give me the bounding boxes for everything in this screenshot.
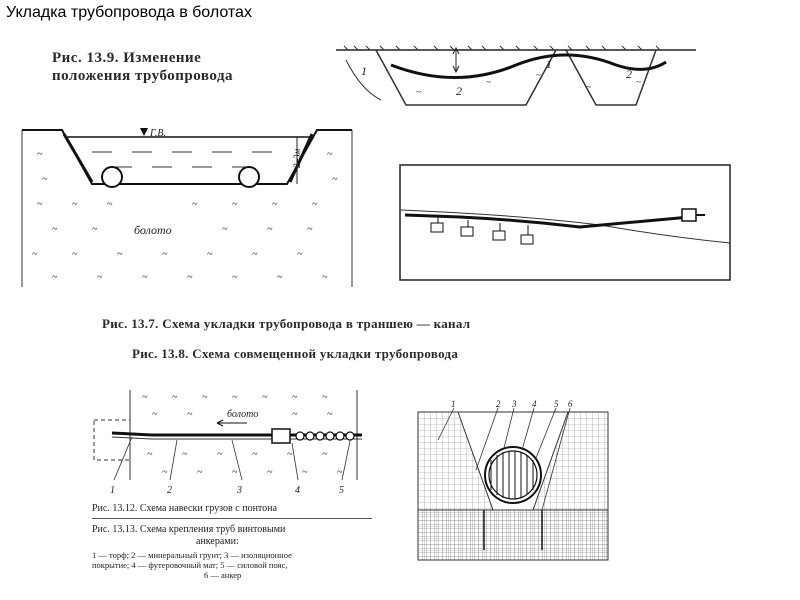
svg-text:~: ~ <box>152 409 158 420</box>
svg-text:~: ~ <box>636 77 641 87</box>
svg-text:~: ~ <box>252 449 258 460</box>
svg-text:~: ~ <box>232 272 238 283</box>
svg-text:~: ~ <box>32 249 38 260</box>
fig-13-7-depth-label: 2–3м <box>292 149 302 169</box>
svg-text:~: ~ <box>197 467 203 478</box>
svg-text:~: ~ <box>232 199 238 210</box>
svg-text:~: ~ <box>277 272 283 283</box>
fig-13-9-caption-line2: положения трубопровода <box>52 68 234 84</box>
svg-text:~: ~ <box>117 249 123 260</box>
fig-13-13-caption: Рис. 13.13. Схема крепления труб винтовы… <box>92 524 286 535</box>
svg-text:~: ~ <box>37 199 43 210</box>
svg-text:~: ~ <box>292 409 298 420</box>
svg-text:~: ~ <box>292 392 298 403</box>
fig-13-13-label-4: 4 <box>532 399 537 409</box>
svg-text:~: ~ <box>162 249 168 260</box>
fig-13-9-caption-line1: Рис. 13.9. Изменение <box>52 50 202 66</box>
svg-text:~: ~ <box>187 272 193 283</box>
svg-text:~: ~ <box>486 77 491 87</box>
svg-text:~: ~ <box>302 467 308 478</box>
svg-text:~: ~ <box>172 392 178 403</box>
svg-text:~: ~ <box>262 392 268 403</box>
caption-divider <box>92 518 372 519</box>
fig-13-7-caption: Рис. 13.7. Схема укладки трубопровода в … <box>102 316 471 331</box>
svg-text:~: ~ <box>52 224 58 235</box>
svg-text:~: ~ <box>232 467 238 478</box>
fig-13-12-label-5: 5 <box>339 485 344 496</box>
svg-text:~: ~ <box>267 224 273 235</box>
svg-text:~: ~ <box>142 272 148 283</box>
fig-13-8-diagram <box>399 164 731 281</box>
fig-13-8-caption: Рис. 13.8. Схема совмещенной укладки тру… <box>132 346 459 361</box>
fig-13-13-legend-line2: покрытие; 4 — футеровочный мат; 5 — сило… <box>92 560 288 570</box>
svg-text:~: ~ <box>252 249 258 260</box>
svg-text:~: ~ <box>107 199 113 210</box>
svg-text:~: ~ <box>232 392 238 403</box>
svg-text:~: ~ <box>162 467 168 478</box>
fig-13-13-label-1: 1 <box>451 399 456 409</box>
fig-13-9-diagram: ~ ~ ~ ~ ~ ~ 1 1 2 2 <box>336 45 696 106</box>
fig-13-12-label-1: 1 <box>110 485 115 496</box>
svg-text:~: ~ <box>307 224 313 235</box>
fig-13-13-label-2: 2 <box>496 399 501 409</box>
svg-text:~: ~ <box>327 149 333 160</box>
svg-text:~: ~ <box>182 449 188 460</box>
fig-13-13-label-3: 3 <box>511 399 517 409</box>
fig-13-13-legend-line1: 1 — торф; 2 — минеральный грунт; 3 — изо… <box>92 550 292 560</box>
svg-text:~: ~ <box>72 249 78 260</box>
fig-13-13-diagram: 1 2 3 4 5 6 <box>417 399 609 561</box>
svg-text:~: ~ <box>322 449 328 460</box>
fig-13-13-caption-2: анкерами: <box>196 536 239 547</box>
svg-text:~: ~ <box>207 249 213 260</box>
svg-text:~: ~ <box>142 392 148 403</box>
fig-13-13-label-5: 5 <box>554 399 559 409</box>
fig-13-9-label-2: 2 <box>456 84 462 98</box>
svg-text:~: ~ <box>312 199 318 210</box>
fig-13-12-label-3: 3 <box>236 485 242 496</box>
fig-13-7-diagram: Г.В. 2–3м ~ ~ ~ ~ ~ ~ ~ ~ ~ ~ ~ ~ ~ ~ ~ ~ ~ ~ ~ ~ ~ ~ ~ ~ ~ ~… <box>21 128 353 287</box>
svg-text:~: ~ <box>287 449 293 460</box>
svg-text:~: ~ <box>337 467 343 478</box>
fig-13-7-bog-label: болото <box>134 223 172 237</box>
svg-text:~: ~ <box>97 272 103 283</box>
svg-text:~: ~ <box>37 149 43 160</box>
svg-text:~: ~ <box>536 70 541 80</box>
svg-text:~: ~ <box>332 174 338 185</box>
svg-text:~: ~ <box>322 272 328 283</box>
svg-text:~: ~ <box>202 392 208 403</box>
fig-13-9-label-1b: 1 <box>546 57 552 71</box>
svg-text:~: ~ <box>297 249 303 260</box>
fig-13-12-label-2: 2 <box>167 485 172 496</box>
svg-text:~: ~ <box>92 224 98 235</box>
fig-13-13-label-6: 6 <box>568 399 573 409</box>
svg-text:~: ~ <box>147 449 153 460</box>
svg-text:~: ~ <box>322 392 328 403</box>
fig-13-7-gv-label: Г.В. <box>149 128 166 139</box>
svg-text:~: ~ <box>192 199 198 210</box>
svg-text:~: ~ <box>217 449 223 460</box>
svg-text:~: ~ <box>272 199 278 210</box>
svg-text:~: ~ <box>222 224 228 235</box>
svg-text:~: ~ <box>52 272 58 283</box>
slide-title: Укладка трубопровода в болотах <box>6 4 252 21</box>
fig-13-12-bog-label: болото <box>227 409 258 420</box>
fig-13-12-label-4: 4 <box>295 485 300 496</box>
svg-text:~: ~ <box>586 82 591 92</box>
svg-text:~: ~ <box>436 72 441 82</box>
fig-13-12-caption: Рис. 13.12. Схема навески грузов с понто… <box>92 503 277 514</box>
svg-text:~: ~ <box>42 174 48 185</box>
fig-13-9-label-2b: 2 <box>626 67 632 81</box>
svg-text:~: ~ <box>416 87 421 97</box>
fig-13-12-diagram: болото ~~~~~~~ ~~~~ ~~~~~~ ~~~~~~ 1 2 3 … <box>93 390 362 496</box>
svg-text:~: ~ <box>187 409 193 420</box>
svg-text:~: ~ <box>267 467 273 478</box>
fig-13-13-legend-line3: 6 — анкер <box>204 570 242 580</box>
svg-text:~: ~ <box>327 409 333 420</box>
fig-13-9-label-1: 1 <box>361 64 367 78</box>
svg-text:~: ~ <box>72 199 78 210</box>
